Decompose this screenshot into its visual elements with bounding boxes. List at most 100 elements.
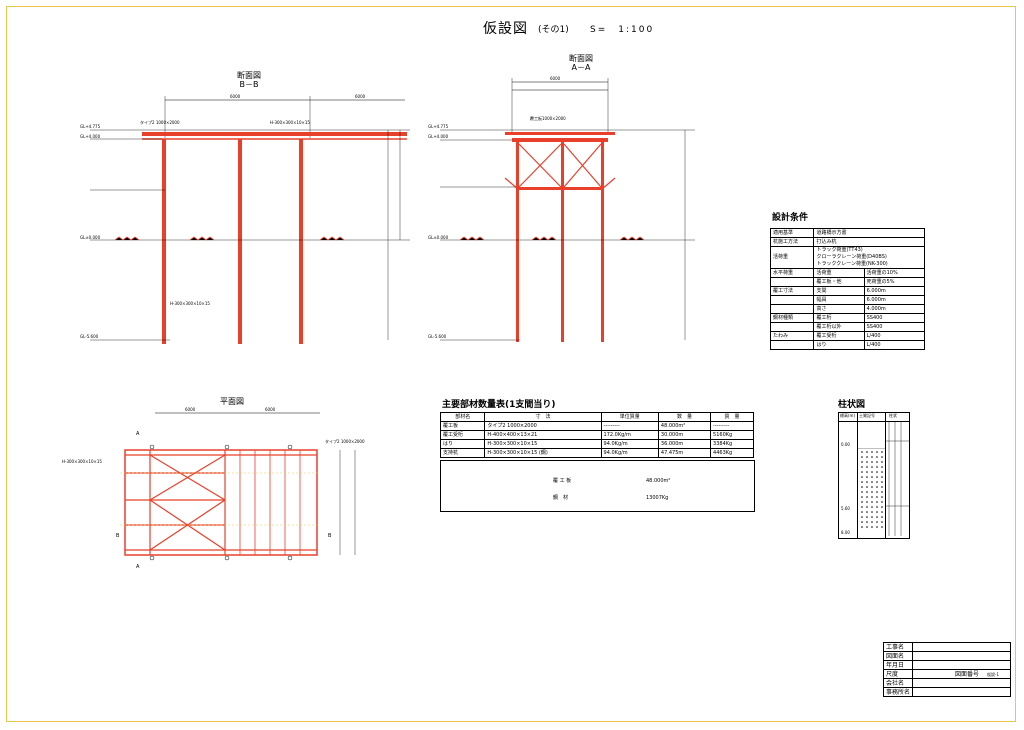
svg-text:覆工板1000×2000: 覆工板1000×2000 [530,115,566,121]
drawing-scale: S= 1:100 [590,25,655,35]
design-condition-cell: 活荷重の10% [863,268,926,278]
summary-value-0: 48.000m² [646,478,671,484]
design-condition-row: 適用基準道路橋示方書 [769,228,925,238]
quantity-column-header: 寸 法 [484,412,602,422]
svg-text:A: A [136,431,140,437]
design-condition-cell [769,304,815,314]
drawing-frame [6,6,1016,722]
svg-text:GL±0.000: GL±0.000 [428,235,449,240]
svg-text:H-300×300×10×15: H-300×300×10×15 [62,459,102,464]
design-condition-cell: 6.000m [863,286,926,296]
quantity-cell: 30.000m [657,430,712,440]
svg-text:6000: 6000 [355,94,366,99]
design-condition-cell: 4.000m [863,304,926,314]
design-condition-cell: L/400 [863,331,926,341]
design-condition-row: 活荷重トラック荷重(TT43) クローラクレーン荷重(D40BS) トラッククレ… [769,246,925,269]
title-block-row: 尺度図面番号仮設-1 [882,669,1011,679]
svg-text:H-300×300×10×15: H-300×300×10×15 [170,301,210,306]
quantity-cell: 覆工受桁 [439,430,486,440]
drawing-subtitle: (その1) [538,25,569,35]
title-block-row: 会社名 [882,678,1011,688]
svg-text:GL+4.775: GL+4.775 [428,124,449,129]
quantity-cell: 47.475m [657,448,712,458]
section-bb-code: B－B [239,80,259,89]
design-condition-cell: はり [813,340,865,350]
summary-label-1: 鋼 材 [553,495,569,501]
quantity-cell: 3384Kg [710,439,754,449]
pillar-col-2: 柱状 [889,413,897,418]
design-condition-row: 杭施工方法打込み杭 [769,237,925,247]
design-condition-cell: 活荷重 [769,246,815,269]
pillar-col-1: 土質記号 [859,413,875,418]
title-block-label: 図面名 [882,651,914,661]
title-block-label: 会社名 [882,678,914,688]
pillar-hatch [885,421,909,536]
design-condition-cell: 支間 [813,286,865,296]
design-condition-cell: 道路橋示方書 [813,228,925,238]
svg-text:GL±0.000: GL±0.000 [80,235,101,240]
quantity-cell: 5160Kg [710,430,754,440]
quantities-summary: 覆 工 板 48.000m² 鋼 材 13007Kg [440,460,755,512]
pillar-table: 標高(m) 土質記号 柱状 0.00 5.60 8.00 [838,412,910,539]
title-block-value [912,660,1011,670]
summary-value-1: 13007Kg [646,495,669,501]
design-condition-cell [769,295,815,305]
title-block-value [912,642,1011,652]
design-condition-cell [769,340,815,350]
quantity-cell: 94.0Kg/m [600,448,659,458]
pillar-depth-2: 8.00 [841,530,850,535]
design-condition-cell: 覆工受桁 [813,331,865,341]
pillar-col-0: 標高(m) [840,413,856,418]
design-condition-cell: 高さ [813,304,865,314]
quantity-column-header: 質 量 [710,412,754,422]
design-condition-cell: SS400 [863,313,926,323]
title-block-row: 年月日 [882,660,1011,670]
design-condition-cell: 覆工寸法 [769,286,815,296]
section-aa-drawing: 6000 GL+4.775 GL+4.000 GL± [428,76,695,342]
svg-text:GL-5.600: GL-5.600 [428,334,447,339]
design-condition-cell: 死荷重の5% [863,277,926,287]
drawing-number-label: 図面番号 [955,670,980,678]
section-aa-label: 断面図 [569,54,593,63]
title-block-row: 工事名 [882,642,1011,652]
title-block-value [912,651,1011,661]
svg-text:GL-5.600: GL-5.600 [80,334,99,339]
section-aa-code: A－A [571,63,591,72]
design-condition-cell: 適用基準 [769,228,815,238]
quantity-cell: 48.000m² [657,421,712,431]
section-bb-label: 断面図 [237,71,261,80]
design-condition-row: 水平荷重活荷重活荷重の10% [769,268,926,278]
svg-text:6000: 6000 [550,76,561,81]
design-conditions-table: 適用基準道路橋示方書杭施工方法打込み杭活荷重トラック荷重(TT43) クローラク… [769,228,926,350]
design-condition-cell [769,322,815,332]
quantity-cell: タイプ2 1000×2000 [484,421,602,431]
design-condition-cell: L/400 [863,340,926,350]
quantity-column-header: 数 量 [657,412,712,422]
quantity-cell: 覆工板 [439,421,486,431]
svg-text:タイプ2 1000×2000: タイプ2 1000×2000 [325,438,365,444]
svg-text:H-300×300×10×15: H-300×300×10×15 [270,120,310,125]
quantities-heading: 主要部材数量表(1支間当り) [442,400,556,410]
design-condition-cell: 鋼材種類 [769,313,815,323]
quantity-cell: はり [439,439,486,449]
pillar-view-label: 柱状図 [838,400,866,410]
quantities-table: 部材名寸 法単位質量数 量質 量 覆工板タイプ2 1000×2000------… [439,412,754,458]
design-condition-cell: たわみ [769,331,815,341]
design-condition-row: 覆工板・他死荷重の5% [769,277,926,287]
design-condition-cell: 杭施工方法 [769,237,815,247]
soil-pattern [857,448,885,528]
drawing-number: 仮設-1 [987,671,1000,677]
pillar-depth-0: 0.00 [841,442,850,447]
design-condition-cell: 覆工桁以外 [813,322,865,332]
title-block-value [912,687,1011,697]
design-condition-cell [769,277,815,287]
